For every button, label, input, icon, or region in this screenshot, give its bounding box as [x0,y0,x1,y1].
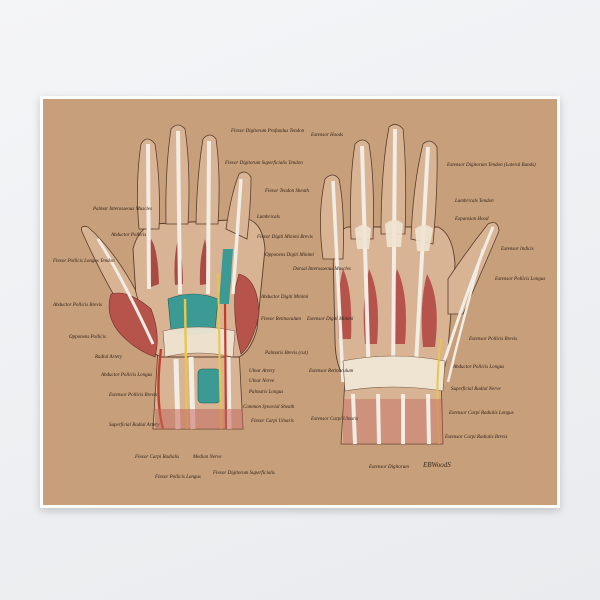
dorsal-label: Extensor Digiti Minimi [307,317,354,322]
dorsal-hand [320,124,500,445]
palmar-label: Flexor Digitorum Superficialis Tendon [225,161,303,166]
palmar-label: Flexor Digiti Minimi Brevis [257,235,313,240]
palmar-label: Palmaris Longus [249,390,284,395]
palmar-label: Palmar Interosseous Muscles [93,207,152,212]
palmar-label: Common Synovial Sheath [243,405,295,410]
dorsal-label: Extensor Carpi Radialis Brevis [445,435,508,440]
dorsal-label: Superficial Radial Nerve [451,387,501,392]
hand-anatomy-illustration: EBWoodS [80,124,500,469]
palmar-label: Opponens Pollicis [69,335,106,340]
palmar-hand [80,124,266,430]
dorsal-label: Extensor Hoods [311,133,344,138]
palmar-label: Abductor Pollicis Brevis [53,303,102,308]
dorsal-label: Extensor Pollicis Longus [495,277,546,282]
palmar-label: Flexor Tendon Sheath [265,189,309,194]
palmar-label: Flexor Retinaculum [261,317,301,322]
poster-paper: EBWoodS Flexor Digitorum Profundus Tendo… [43,99,557,505]
palmar-label: Radial Artery [95,355,123,360]
palmar-label: Flexor Digitorum Superficialis [213,471,275,476]
palmar-label: Flexor Carpi Radialis [135,455,180,460]
dorsal-label: Extensor Digitorum Tendon (Lateral Bands… [447,163,536,168]
dorsal-label: Extensor Carpi Ulnaris [311,417,359,422]
dorsal-label: Extensor Carpi Radialis Longus [449,411,514,416]
dorsal-label: Abductor Pollicis Longus [453,365,505,370]
dorsal-label: Extensor Digitorum [369,465,409,470]
dorsal-label: Extensor Indicis [501,247,534,252]
dorsal-label: Lumbricals Tendon [455,199,494,204]
dorsal-label: Abductor Digiti Minimi [261,295,309,300]
dorsal-label: Dorsal Interosseous Muscles [293,267,351,272]
palmar-label: Flexor Pollicis Longus Tendon [53,259,115,264]
poster-frame: EBWoodS Flexor Digitorum Profundus Tendo… [40,96,560,508]
dorsal-label: Extensor Retinaculum [309,369,354,374]
dorsal-label: Expansion Hood [455,217,489,222]
palmar-label: Ulnar Nerve [249,379,275,384]
palmar-label: Flexor Digitorum Profundus Tendon [231,129,305,134]
palmar-label: Abductor Pollicis [111,233,147,238]
dorsal-label: Extensor Pollicis Brevis [469,337,518,342]
palmar-label: Ulnar Artery [249,369,275,374]
palmar-label: Superficial Radial Artery [109,423,160,428]
palmar-label: Flexor Carpi Ulnaris [251,419,294,424]
palmar-label: Opponens Digiti Minimi [265,253,314,258]
artist-signature: EBWoodS [422,461,451,469]
palmar-label: Median Nerve [193,455,222,460]
palmar-label: Lumbricals [257,215,280,220]
palmar-label: Abductor Pollicis Longus [101,373,153,378]
palmar-label: Palmaris Brevis (cut) [265,351,308,356]
palmar-label: Flexor Pollicis Longus [155,475,201,480]
palmar-label: Extensor Pollicis Brevis [109,393,158,398]
